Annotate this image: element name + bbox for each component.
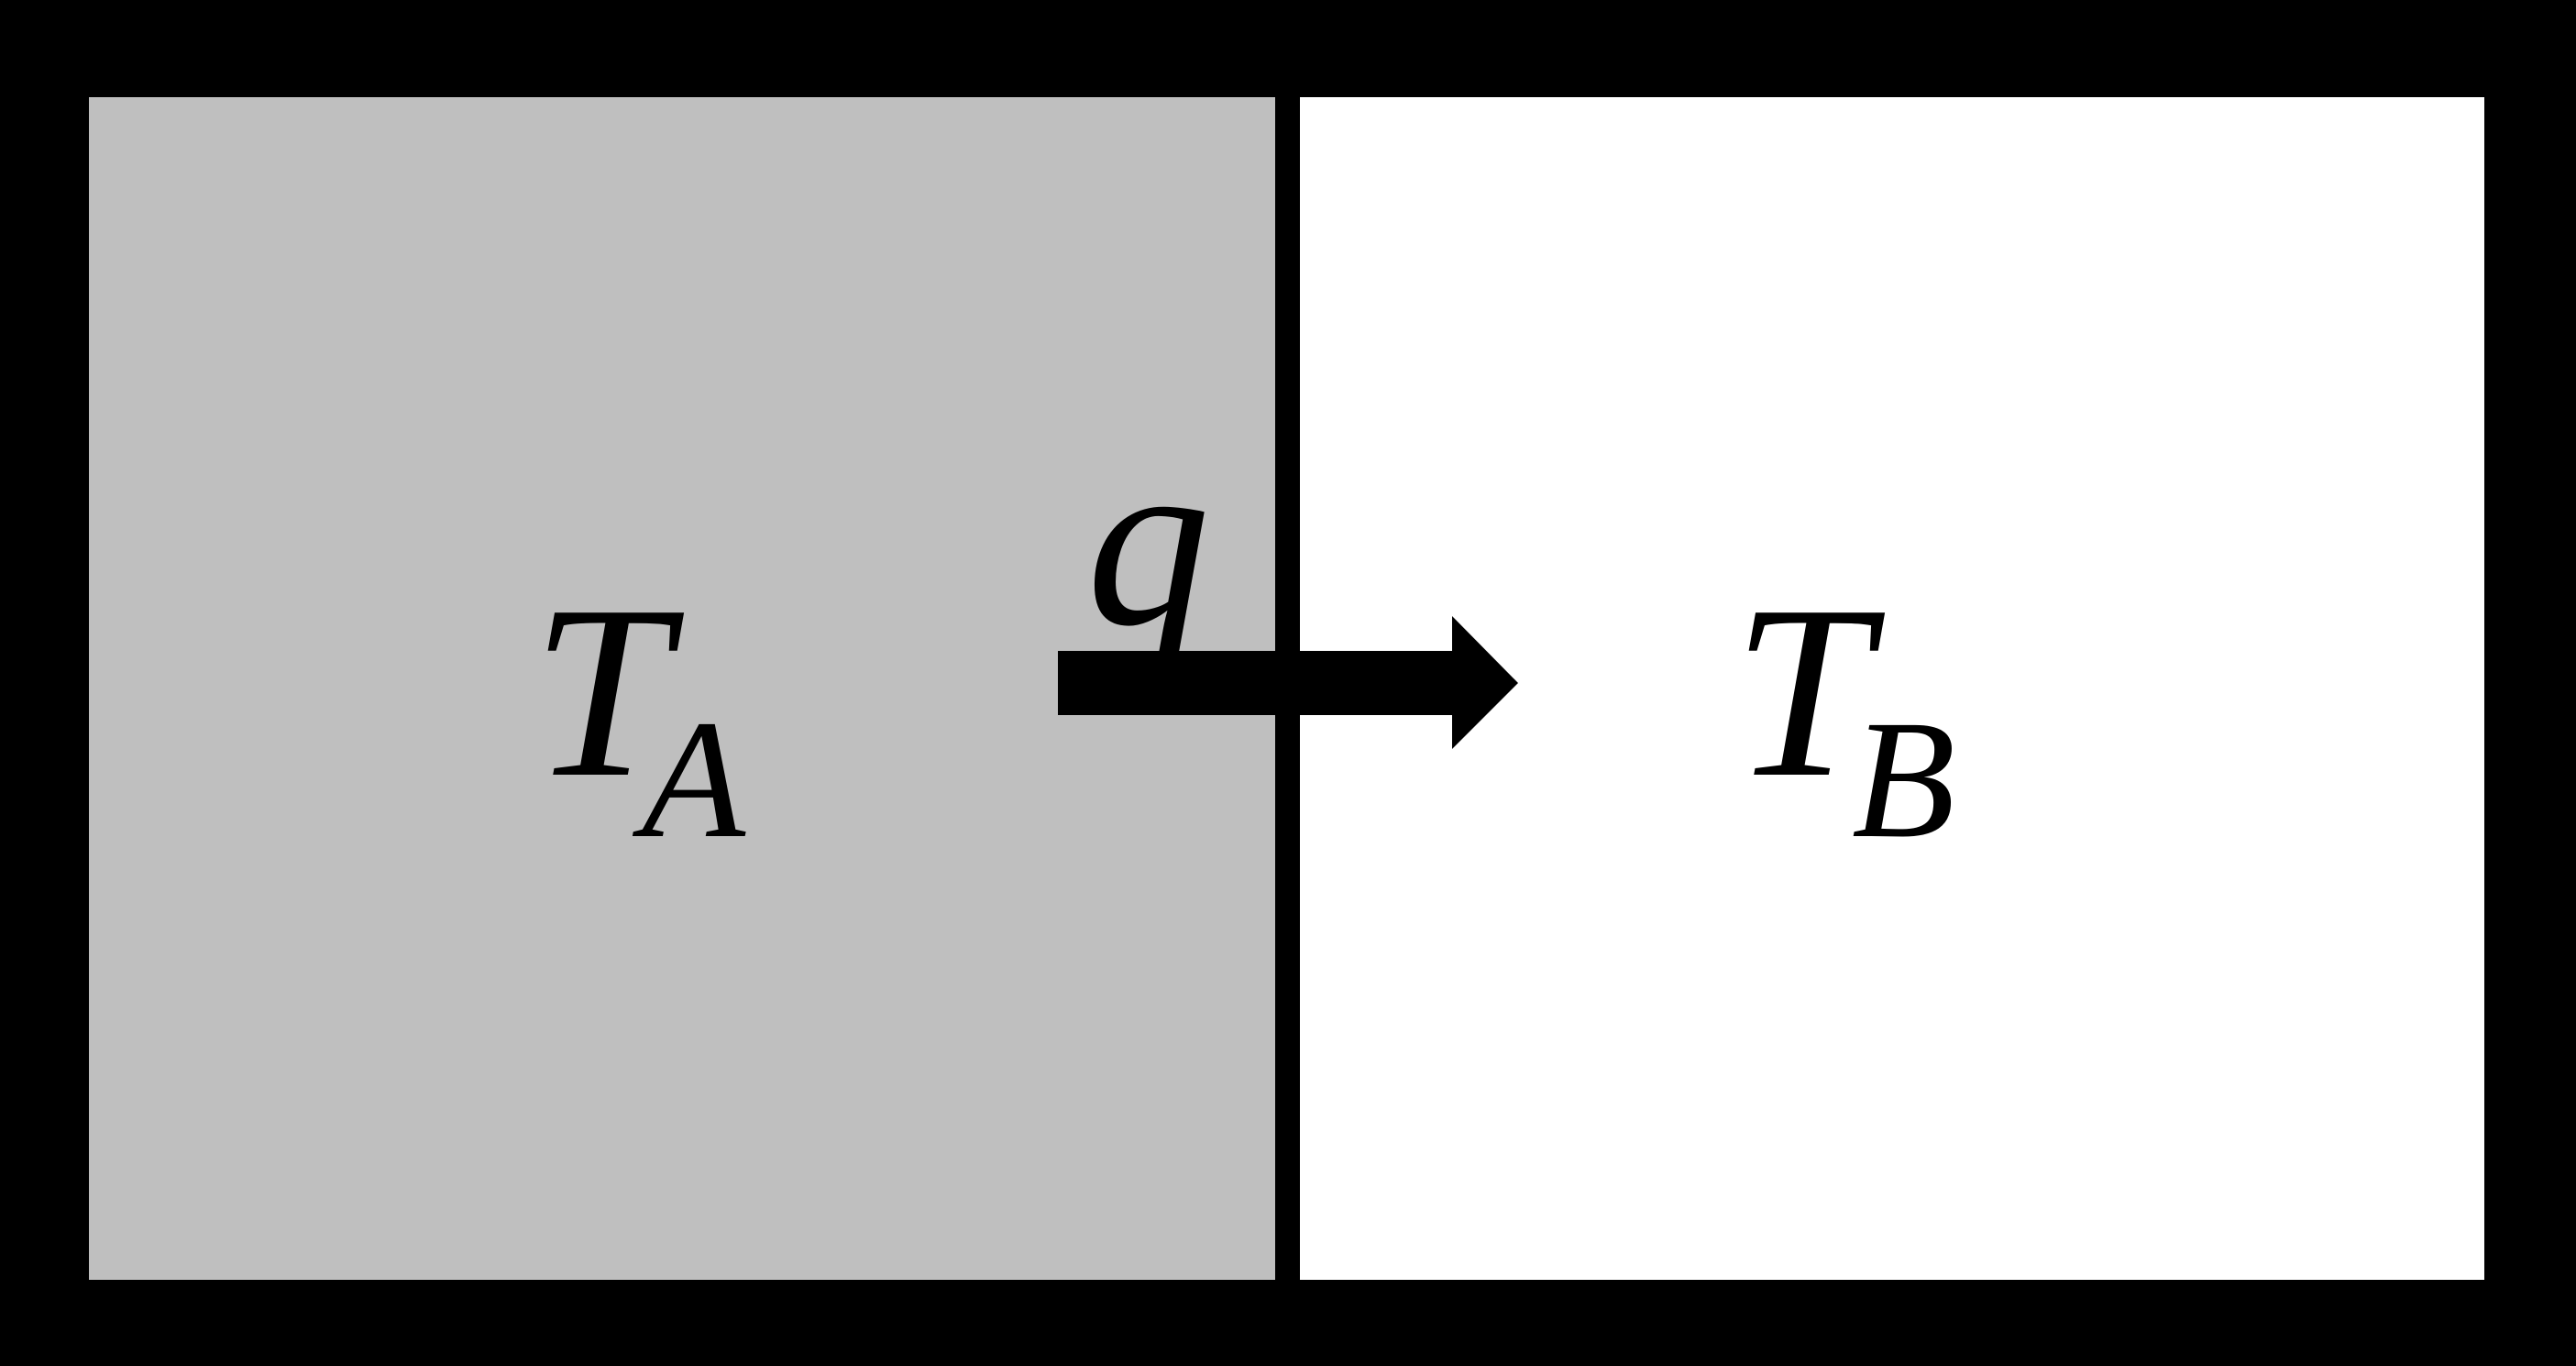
arrow-head — [1452, 616, 1518, 749]
temperature-b-symbol: T — [1733, 555, 1871, 829]
heat-flow-label: q — [1086, 403, 1210, 677]
arrow-shaft — [1058, 651, 1461, 715]
temperature-a-subscript: A — [642, 686, 746, 874]
temperature-a-symbol: T — [532, 555, 670, 829]
temperature-b-subscript: B — [1852, 686, 1956, 874]
